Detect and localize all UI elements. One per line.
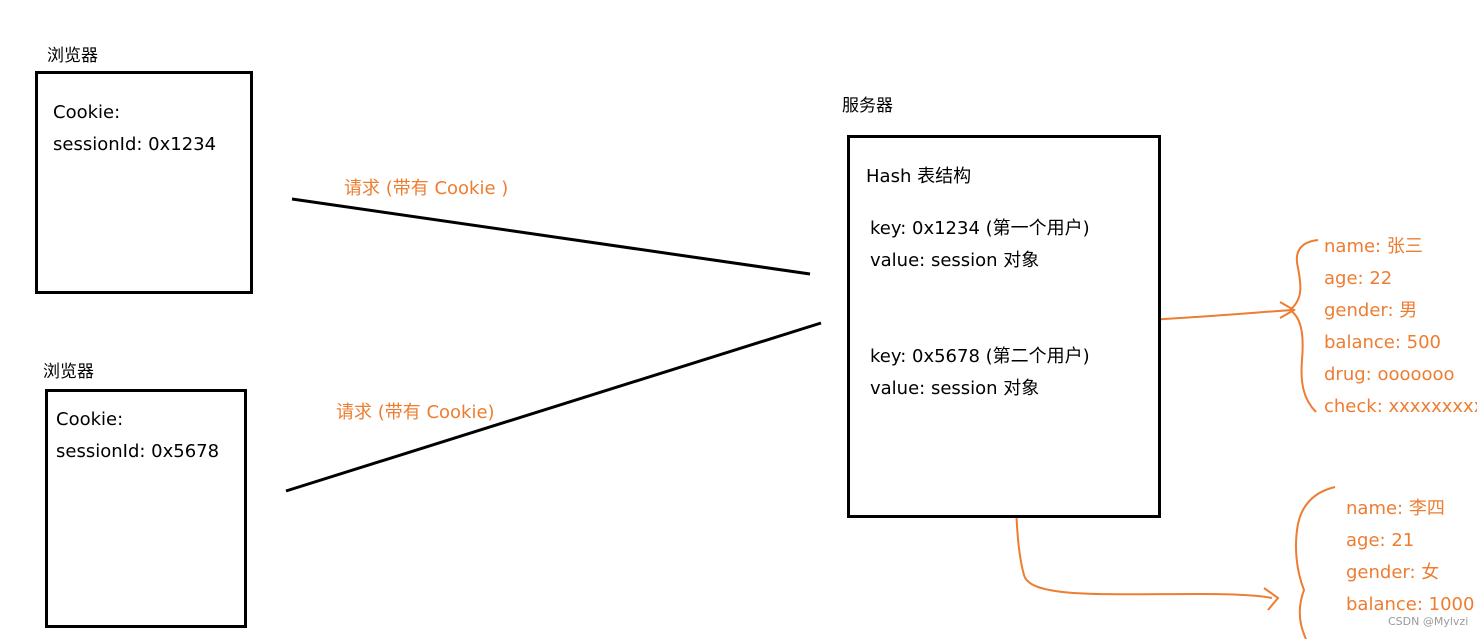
entry-1-key: key: 0x1234 (第一个用户) bbox=[870, 218, 1090, 239]
session-1-attr: name: 张三 bbox=[1324, 236, 1423, 257]
session-1-attr: balance: 500 bbox=[1324, 332, 1442, 353]
request-label-1: 请求 (带有 Cookie ) bbox=[344, 178, 509, 199]
session-2-attr: name: 李四 bbox=[1346, 498, 1445, 519]
request-line-1 bbox=[291, 197, 811, 276]
entry-2-value: value: session 对象 bbox=[870, 378, 1040, 399]
session-2-attributes: name: 李四 age: 21 gender: 女 balance: 1000 bbox=[1346, 493, 1474, 621]
session-1-attr: gender: 男 bbox=[1324, 300, 1418, 321]
browser-2-session-id: sessionId: 0x5678 bbox=[56, 441, 220, 462]
session-1-attr: drug: ooooooo bbox=[1324, 364, 1455, 385]
browser-1-title: 浏览器 bbox=[47, 46, 98, 66]
session-1-attr: age: 22 bbox=[1324, 268, 1393, 289]
server-box: Hash 表结构 key: 0x1234 (第一个用户) value: sess… bbox=[847, 135, 1161, 518]
browser-2-title: 浏览器 bbox=[43, 362, 94, 382]
arrowhead-session-2 bbox=[1263, 587, 1280, 611]
request-label-2: 请求 (带有 Cookie) bbox=[336, 402, 495, 423]
session-2-attr: gender: 女 bbox=[1346, 562, 1440, 583]
browser-1-cookie-label: Cookie: bbox=[53, 102, 121, 123]
entry-2-key: key: 0x5678 (第二个用户) bbox=[870, 346, 1090, 367]
session-2-attr: age: 21 bbox=[1346, 530, 1415, 551]
brace-session-2 bbox=[1295, 486, 1336, 639]
entry-1-value: value: session 对象 bbox=[870, 250, 1040, 271]
arrowhead-session-1 bbox=[1279, 301, 1297, 319]
session-2-attr: balance: 1000 bbox=[1346, 594, 1475, 615]
brace-session-1 bbox=[1288, 239, 1319, 413]
session-1-attributes: name: 张三 age: 22 gender: 男 balance: 500 … bbox=[1324, 231, 1477, 423]
browser-2-box: Cookie: sessionId: 0x5678 bbox=[45, 389, 247, 628]
server-title: 服务器 bbox=[842, 96, 893, 116]
browser-1-box: Cookie: sessionId: 0x1234 bbox=[35, 71, 253, 294]
request-line-2 bbox=[285, 321, 822, 493]
watermark: CSDN @Mylvzi bbox=[1388, 615, 1469, 628]
browser-2-cookie-label: Cookie: bbox=[56, 409, 124, 430]
browser-1-session-id: sessionId: 0x1234 bbox=[53, 134, 217, 155]
hash-table-title: Hash 表结构 bbox=[866, 166, 972, 187]
session-1-attr: check: xxxxxxxxx bbox=[1324, 396, 1477, 417]
